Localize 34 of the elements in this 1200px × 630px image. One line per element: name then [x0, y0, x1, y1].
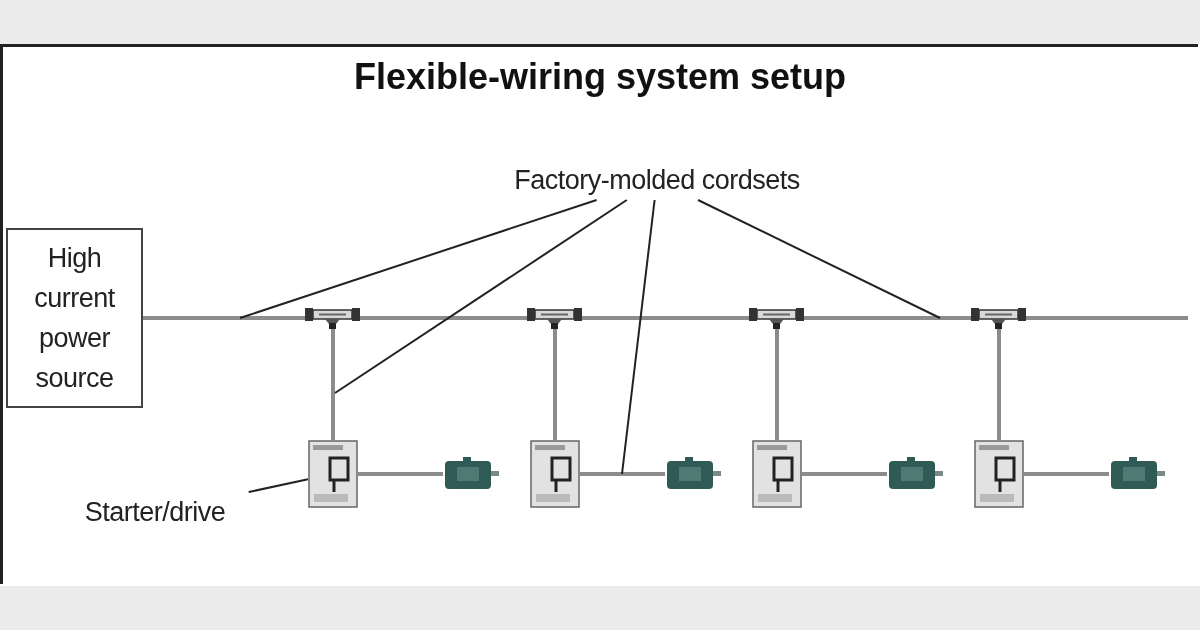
cordset-cable: [1024, 472, 1109, 476]
tee-connector-drawing: [971, 307, 1026, 329]
motor-drawing: [443, 457, 499, 491]
starter-drive-drawing: [530, 440, 580, 508]
starter-drive-drawing: [752, 440, 802, 508]
power-source-box: High current power source: [6, 228, 143, 408]
motor-drawing: [887, 457, 943, 491]
cordset-cable: [582, 316, 749, 320]
motor-drawing: [1109, 457, 1165, 491]
callout-label: Starter/drive: [60, 492, 250, 532]
cordset-cable: [802, 472, 887, 476]
cordset-cable: [1026, 316, 1188, 320]
cordset-cable: [804, 316, 971, 320]
cordset-cable: [775, 329, 779, 440]
starter-drive-drawing: [974, 440, 1024, 508]
leader-line: [621, 199, 656, 475]
starter-drive-drawing: [308, 440, 358, 508]
cordset-cable: [331, 329, 335, 440]
diagram-title: Flexible-wiring system setup: [352, 56, 848, 98]
motor-drawing: [665, 457, 721, 491]
leader-line: [239, 199, 598, 319]
cordset-cable: [580, 472, 665, 476]
tee-connector-drawing: [749, 307, 804, 329]
leader-line: [697, 199, 941, 319]
cordset-cable: [360, 316, 527, 320]
tee-connector-drawing: [305, 307, 360, 329]
callout-label: Factory-molded cordsets: [462, 160, 852, 200]
leader-line: [334, 199, 628, 394]
cordset-cable: [997, 329, 1001, 440]
tee-connector-drawing: [527, 307, 582, 329]
cordset-cable: [358, 472, 443, 476]
leader-line: [247, 478, 309, 493]
cordset-cable: [143, 316, 305, 320]
cordset-cable: [553, 329, 557, 440]
